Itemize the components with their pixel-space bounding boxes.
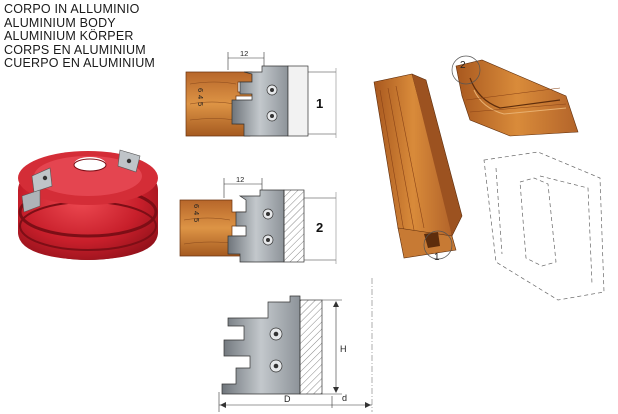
profile-1-width-dim: 12	[240, 49, 248, 58]
dimension-d-large-label: D	[284, 394, 291, 404]
dashed-door-outline	[483, 151, 605, 301]
profile-2-depth-a: 6	[192, 204, 201, 208]
title-list: CORPO IN ALLUMINIO ALUMINIUM BODY ALUMIN…	[4, 2, 156, 71]
profile-2-drawing: 12 6 4 5 2	[179, 175, 337, 264]
title-french: CORPS EN ALUMINIUM	[4, 42, 146, 57]
dimension-h-label: H	[340, 344, 347, 354]
profile-1-depth-b: 4	[196, 95, 205, 99]
profile-1-number: 1	[316, 96, 323, 111]
callout-1-label: 1	[434, 252, 440, 263]
wood-stile-image: 1	[373, 73, 463, 263]
profile-2-number: 2	[316, 220, 323, 235]
profile-1-drawing: 12 6 4 5 1	[185, 49, 337, 138]
title-spanish: CUERPO EN ALUMINIUM	[4, 56, 156, 71]
dimension-d-small-label: d	[342, 393, 347, 403]
title-english: ALUMINIUM BODY	[4, 15, 116, 30]
cutter-head-image	[18, 149, 158, 260]
callout-2-label: 2	[460, 60, 466, 71]
profile-3-drawing: H D d	[218, 278, 373, 412]
wood-rail-image: 2	[451, 55, 579, 137]
profile-2-width-dim: 12	[236, 175, 244, 184]
profile-1-depth-c: 5	[196, 102, 205, 106]
profile-2-depth-c: 5	[192, 218, 201, 222]
title-german: ALUMINIUM KÖRPER	[4, 29, 134, 44]
title-italian: CORPO IN ALLUMINIO	[4, 2, 140, 16]
profile-2-depth-b: 4	[192, 211, 201, 215]
profile-1-depth-a: 6	[196, 88, 205, 92]
